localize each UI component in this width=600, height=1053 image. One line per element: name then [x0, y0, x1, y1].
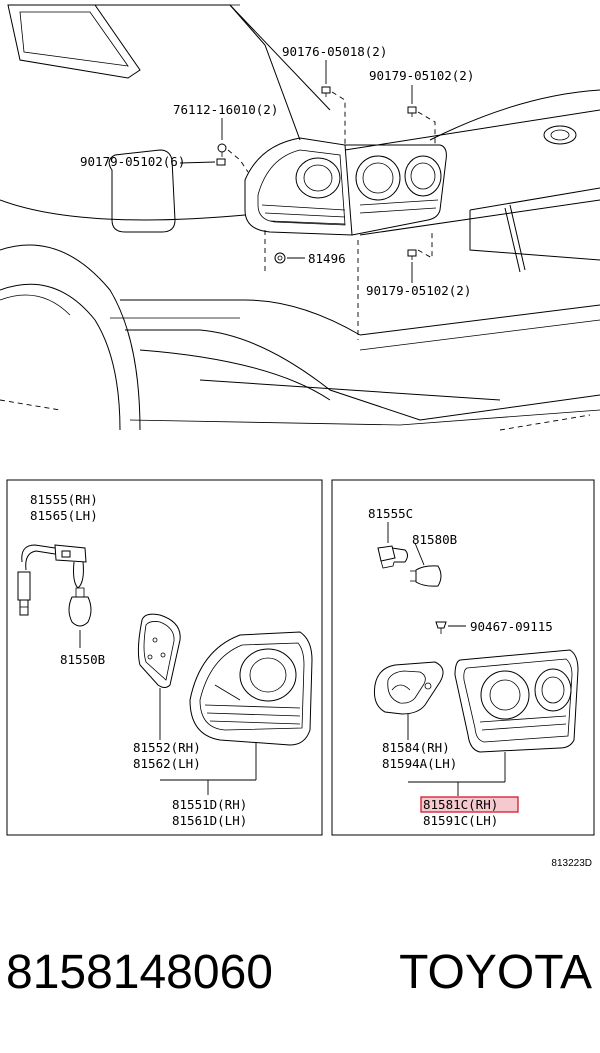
- left-parts-box: [6, 479, 323, 836]
- label-90467-09115: 90467-09115: [470, 619, 553, 634]
- label-90179-05102-br: 90179-05102(2): [366, 283, 471, 298]
- label-81580b: 81580B: [412, 532, 457, 547]
- label-90179-05102-tr: 90179-05102(2): [369, 68, 474, 83]
- leader-lines-top: [179, 60, 436, 283]
- leader-lines-right: [408, 781, 505, 796]
- vehicle-body-illustration: [0, 4, 600, 431]
- label-90179-05102-l: 90179-05102(6): [80, 154, 185, 169]
- tail-lamp-assembly-rh: [454, 649, 579, 782]
- footer-brand: TOYOTA: [399, 946, 592, 999]
- socket-wiring-illustration: [17, 544, 92, 648]
- socket-bulb-illustration: [377, 522, 442, 587]
- label-81552: 81552(RH): [133, 740, 201, 755]
- screw-icon: [435, 621, 466, 634]
- label-81562: 81562(LH): [133, 756, 201, 771]
- label-81551d: 81551D(RH): [172, 797, 247, 812]
- footer-part-number: 8158148060: [6, 946, 273, 999]
- label-81496: 81496: [308, 251, 346, 266]
- label-81561d: 81561D(LH): [172, 813, 247, 828]
- tail-lamp-assembly-lh: [189, 631, 313, 780]
- lamp-gasket-rh-illustration: [374, 661, 444, 740]
- right-parts-box: [331, 479, 595, 836]
- label-76112-16010: 76112-16010(2): [173, 102, 278, 117]
- highlight-box: [420, 796, 519, 813]
- label-81584: 81584(RH): [382, 740, 450, 755]
- label-81555c: 81555C: [368, 506, 413, 521]
- label-90176-05018: 90176-05018(2): [282, 44, 387, 59]
- label-81591c: 81591C(LH): [423, 813, 498, 828]
- label-81555: 81555(RH): [30, 492, 98, 507]
- leader-lines-left: [160, 779, 256, 795]
- label-81581c-highlighted: 81581C(RH): [423, 797, 498, 812]
- label-81550b: 81550B: [60, 652, 105, 667]
- tail-lamp-illustration: [244, 137, 447, 236]
- diagram-code: 813223D: [551, 858, 592, 869]
- lamp-gasket-illustration: [137, 613, 181, 740]
- fastener-icons-top: [216, 86, 417, 264]
- label-81594a: 81594A(LH): [382, 756, 457, 771]
- label-81565: 81565(LH): [30, 508, 98, 523]
